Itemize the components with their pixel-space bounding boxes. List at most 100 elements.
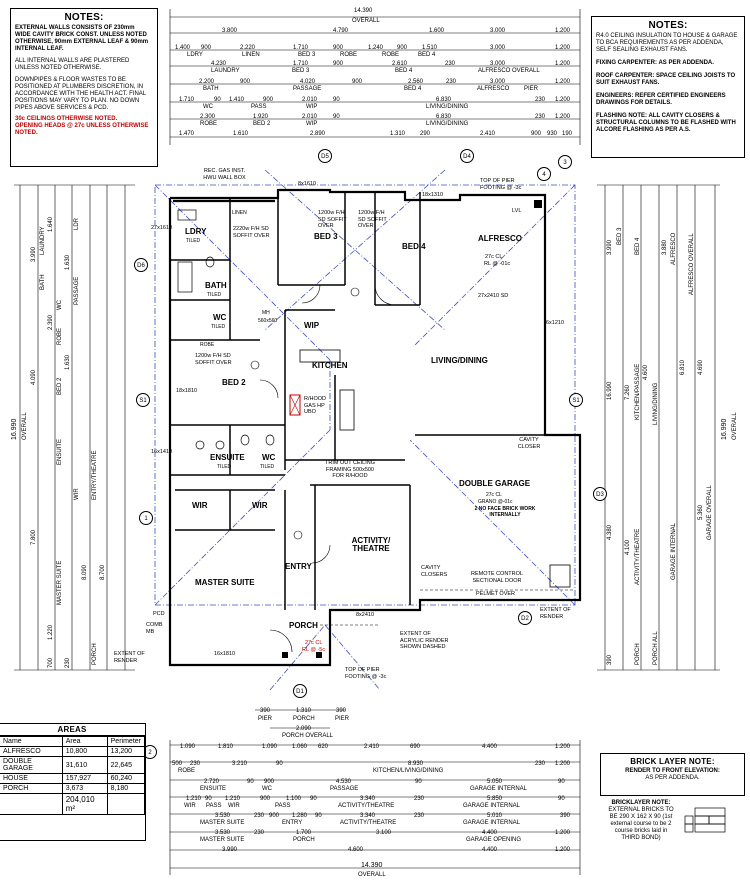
top-row6-3: 90: [333, 114, 340, 120]
door-bed4: [374, 284, 396, 306]
bot-row1-3: 1.060: [292, 744, 308, 750]
bot-row3-1: 90: [247, 779, 254, 785]
r40-note: R4.0 CEILING INSULATION TO HOUSE & GARAG…: [596, 33, 738, 53]
sd-8x2410: 8x2410: [356, 612, 375, 618]
bot-row2-0: 500: [172, 761, 183, 767]
remote-door-note: REMOTE CONTROL SECTIONAL DOOR: [471, 571, 523, 584]
top-row4-label-4: PIER: [524, 86, 539, 92]
ref-bubble-s1-left: S1: [136, 393, 150, 407]
bot-row3-4: 90: [415, 779, 422, 785]
bot-row5-0: 3.530: [215, 813, 231, 819]
top-overall-value: 14.390: [354, 8, 373, 14]
pier-label-2: PIER: [335, 716, 350, 722]
top-row3-1: 1.710: [293, 61, 309, 67]
porch-pier-left: [282, 652, 288, 658]
top-row5-8: 1.200: [555, 97, 571, 103]
top-row2-1: 900: [201, 45, 212, 51]
room-mh: MH: [262, 310, 270, 316]
roof-lines: [154, 169, 576, 691]
hip-line-3: [154, 429, 331, 606]
notes-left-line: DOWNPIPES & FLOOR WASTES TO BE: [15, 77, 126, 83]
areas-header-perimeter: Perimeter: [106, 736, 146, 747]
bot-row4-label-1: PASS: [206, 803, 222, 809]
areas-cell: PORCH: [0, 783, 63, 794]
notes-right-box: NOTES: R4.0 CEILING INSULATION TO HOUSE …: [591, 16, 745, 158]
garage-sub-1: 27c CL: [486, 492, 502, 498]
room-entry: ENTRY: [285, 562, 312, 571]
room-robe: ROBE: [200, 342, 215, 348]
table-row: ALFRESCO 10,800 13,200: [0, 746, 146, 757]
pier-1: 1.310: [296, 708, 312, 714]
top-row2-0: 1.400: [175, 45, 191, 51]
top-row7-3: 1.310: [390, 131, 406, 137]
room-wir2: WIR: [252, 501, 268, 510]
top-row4-0: 2.200: [199, 79, 215, 85]
bricklayer-note-title: BRICKLAYER NOTE:: [611, 800, 671, 806]
top-row4-2: 4.020: [300, 79, 316, 85]
garage-lb: [549, 564, 571, 588]
top-row6-6: 1.200: [555, 114, 571, 120]
sd-1200-b: 1200w F/H SD SOFFIT OVER: [358, 210, 387, 229]
porch-hip-2: [324, 624, 381, 691]
bot-row5-label-2: ACTIVITY/THEATRE: [340, 820, 397, 826]
lvl-note: LVL: [512, 208, 522, 214]
top-row3-3: 2.610: [392, 61, 408, 67]
ref-bubble-d4: D4: [460, 149, 474, 163]
pier-0: 390: [260, 708, 271, 714]
top-row3-label-3: ALFRESCO OVERALL: [478, 68, 540, 74]
bot-row7-2: 4.400: [482, 847, 498, 853]
smoke-detector-icon: [250, 360, 260, 370]
sd-27x1610: 27x1610: [151, 225, 173, 231]
bot-row6-0: 3.530: [215, 830, 231, 836]
pelmet-note: PELMET OVER: [476, 591, 516, 597]
top-row3-2: 900: [333, 61, 344, 67]
sd-2220: 2220w F/H SD SOFFIT OVER: [233, 226, 270, 239]
areas-title: AREAS: [0, 724, 145, 736]
room-porch: PORCH: [289, 621, 318, 630]
top-row2-label-4: ROBE: [382, 52, 400, 58]
room-alfresco: ALFRESCO: [478, 234, 522, 243]
garage-sub-2: GRANO @-01c: [478, 499, 513, 505]
sd-18x1810: 18x1810: [176, 388, 198, 394]
pier-label-0: PIER: [258, 716, 273, 722]
top-row3-label-1: BED 3: [292, 68, 310, 74]
bot-row2-1: 230: [190, 761, 201, 767]
internal-walls: [170, 190, 546, 610]
bot-row2-5: 230: [535, 761, 546, 767]
brick-layer-line2: AS PER ADDENDA.: [645, 775, 700, 781]
bot-row5-5: 3.340: [360, 813, 376, 819]
ref-bubble-d5: D5: [318, 149, 332, 163]
table-row: DOUBLE GARAGE 31,610 22,645: [0, 756, 146, 774]
door-entry: [269, 629, 293, 653]
cooktop: [289, 394, 301, 416]
extent-render-right: EXTENT OF RENDER: [540, 607, 571, 620]
top-row2-label-5: BED 4: [418, 52, 436, 58]
top-row7-2: 2.890: [310, 131, 326, 137]
areas-header-name: Name: [0, 736, 63, 747]
bot-row4-9: 90: [558, 796, 565, 802]
top-row6-0: 2.300: [200, 114, 216, 120]
top-row2-6: 900: [397, 45, 408, 51]
top-row2-label-1: LINEN: [242, 52, 260, 58]
notes-left-line: POSITIONED AT PLUMBERS DISCRETION, IN: [15, 84, 144, 90]
top-row3-6: 1.200: [555, 61, 571, 67]
top-row4-3: 900: [352, 79, 363, 85]
bot-row1-0: 1.090: [180, 744, 196, 750]
notes-left-line: OTHERWISE, 90mm EXTERNAL LEAF & 90mm: [15, 39, 149, 45]
bot-row5-7: 5.010: [487, 813, 503, 819]
room-wip: WIP: [304, 321, 320, 330]
bot-row5-label-1: ENTRY: [282, 820, 303, 826]
top-row6-4: 6.830: [436, 114, 452, 120]
areas-cell: 31,610: [61, 756, 108, 774]
bot-row2-4: 8.930: [408, 761, 424, 767]
top-row2-7: 1.510: [422, 45, 438, 51]
bot-row3-0: 2.720: [204, 779, 220, 785]
table-row: PORCH 3,673 8,180: [0, 783, 146, 794]
trim-note: TRIM OUT CEILING FRAMING 500x500 FOR R/H…: [324, 460, 375, 479]
sd-27x2410: 27x2410 SD: [478, 293, 509, 299]
kitchen-bench: [299, 349, 341, 363]
bot-row4-4: 1.100: [286, 796, 302, 802]
areas-header-area: Area: [61, 736, 108, 747]
table-row: HOUSE 157,927 60,240: [0, 773, 146, 784]
